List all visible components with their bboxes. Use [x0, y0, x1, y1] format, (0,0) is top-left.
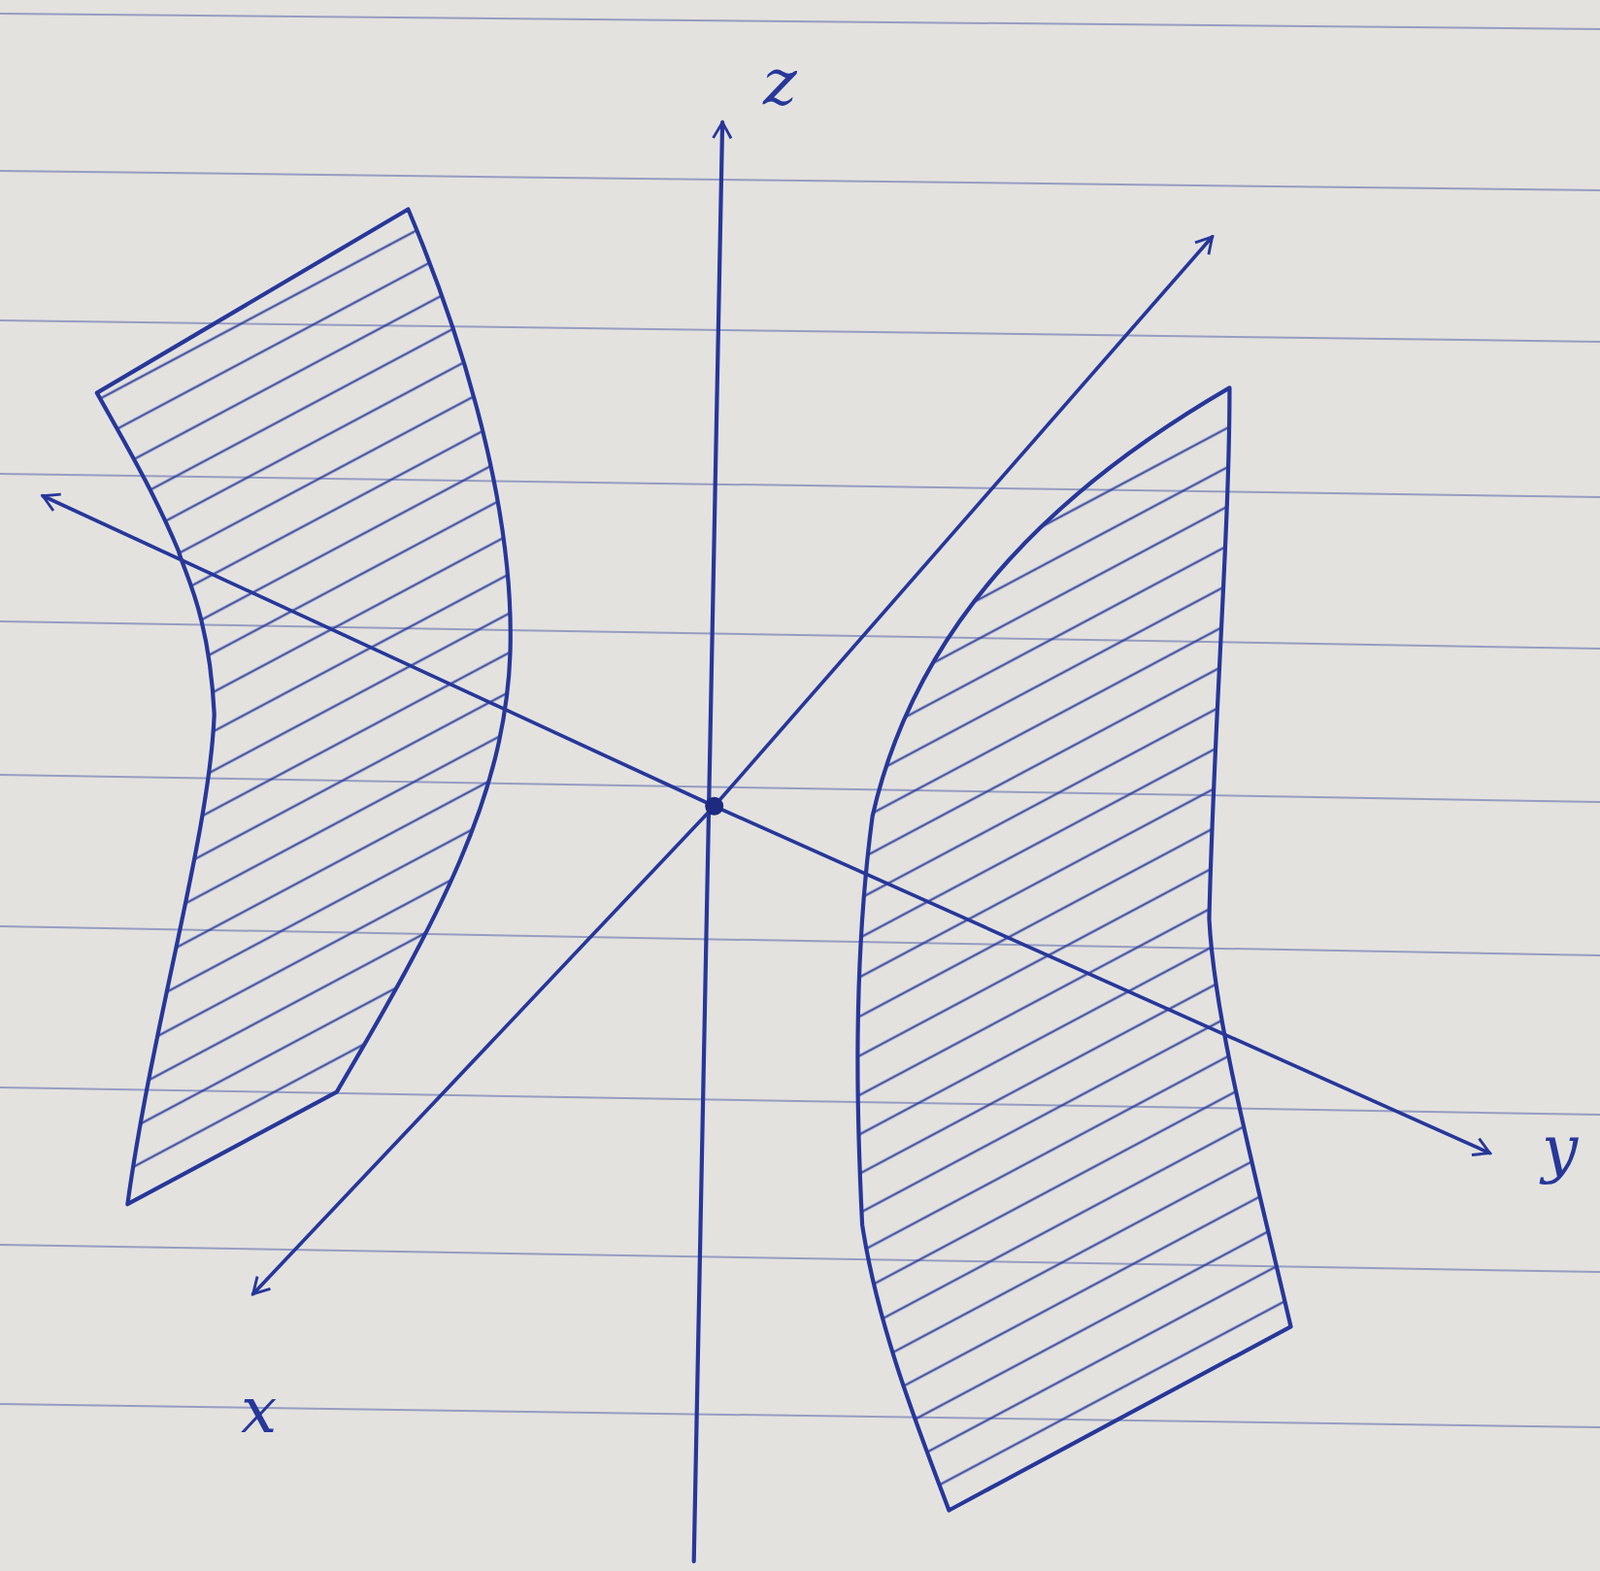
- z-axis: [694, 122, 723, 1562]
- surface-sheet: [97, 208, 511, 1204]
- x-axis: [253, 805, 715, 1294]
- y-axis: [714, 805, 1491, 1153]
- axis-label: x: [240, 1378, 277, 1443]
- ruled-lines: [0, 13, 1600, 1428]
- axis-label: y: [1541, 1116, 1578, 1181]
- x-axis: [714, 236, 1213, 806]
- y-axis: [42, 496, 715, 807]
- surface-sheet: [857, 387, 1291, 1510]
- axis-label: z: [763, 50, 798, 115]
- origin-dot: [704, 797, 724, 816]
